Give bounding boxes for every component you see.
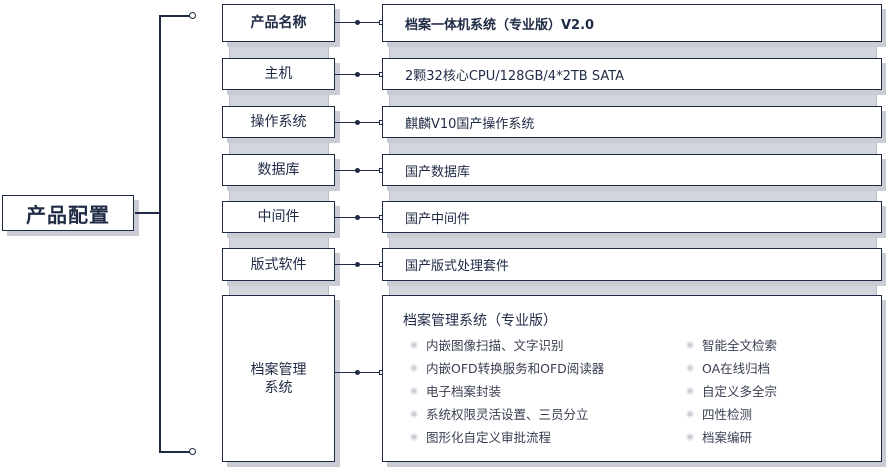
column-joint — [229, 186, 329, 201]
feature-item: 四性检测 — [686, 404, 752, 423]
bullet-icon — [410, 409, 418, 418]
root-connector — [135, 212, 159, 214]
bracket-bottom — [159, 451, 191, 453]
value-text: 国产版式处理套件 — [405, 259, 510, 274]
feature-item: 内嵌OFD转换服务和OFD阅读器 — [410, 358, 604, 377]
value-text: 国产中间件 — [405, 211, 471, 227]
value-text: 麒麟V10国产操作系统 — [405, 116, 535, 132]
category-label: 数据库 — [257, 162, 300, 178]
bullet-icon — [686, 432, 694, 441]
feature-item: 智能全文检索 — [686, 335, 777, 354]
bullet-icon — [410, 340, 418, 349]
category-label: 操作系统 — [250, 114, 307, 130]
column-joint — [389, 233, 877, 248]
column-joint — [229, 281, 329, 295]
connector-start-dot — [355, 120, 360, 125]
column-joint — [229, 90, 329, 106]
category-product-name: 产品名称 — [222, 4, 335, 42]
category-label: 主机 — [264, 66, 293, 82]
value-database: 国产数据库 — [382, 154, 882, 186]
value-middleware: 国产中间件 — [382, 201, 882, 233]
column-joint — [229, 42, 329, 58]
bullet-icon — [686, 409, 694, 418]
connector-start-dot — [355, 215, 360, 220]
root-label: 产品配置 — [26, 202, 110, 227]
archive-detail-panel — [382, 295, 882, 462]
value-text: 国产数据库 — [405, 164, 471, 180]
column-joint — [389, 42, 877, 58]
connector-start-dot — [355, 370, 360, 375]
category-label-line2: 系统 — [264, 379, 293, 396]
category-database: 数据库 — [222, 154, 335, 186]
value-host: 2颗32核心CPU/128GB/4*2TB SATA — [382, 58, 882, 90]
bullet-icon — [410, 363, 418, 372]
root-node: 产品配置 — [2, 195, 134, 231]
bullet-icon — [686, 340, 694, 349]
feature-item: OA在线归档 — [686, 358, 770, 377]
category-middleware: 中间件 — [222, 201, 335, 233]
column-joint — [389, 186, 877, 201]
feature-item: 图形化自定义审批流程 — [410, 427, 551, 446]
category-label: 中间件 — [257, 209, 300, 225]
value-text: 2颗32核心CPU/128GB/4*2TB SATA — [405, 68, 625, 84]
feature-item: 自定义多全宗 — [686, 381, 777, 400]
connector-start-dot — [355, 168, 360, 173]
category-label-line1: 档案管理 — [250, 361, 307, 378]
category-layout-software: 版式软件 — [222, 248, 335, 281]
bullet-icon — [410, 386, 418, 395]
value-product-name: 档案一体机系统（专业版）V2.0 — [382, 4, 882, 42]
bracket-bottom-node — [189, 448, 196, 455]
feature-item: 内嵌图像扫描、文字识别 — [410, 335, 564, 354]
connector-start-dot — [355, 72, 360, 77]
feature-item: 档案编研 — [686, 427, 752, 446]
value-os: 麒麟V10国产操作系统 — [382, 106, 882, 138]
bracket-top — [159, 15, 191, 17]
connector-start-dot — [355, 20, 360, 25]
feature-item: 系统权限灵活设置、三员分立 — [410, 404, 589, 423]
category-label: 版式软件 — [250, 256, 307, 273]
column-joint — [229, 233, 329, 248]
column-joint — [229, 138, 329, 154]
category-os: 操作系统 — [222, 106, 335, 138]
bullet-icon — [686, 363, 694, 372]
value-layout-software: 国产版式处理套件 — [382, 248, 882, 281]
column-joint — [389, 90, 877, 106]
feature-item: 电子档案封装 — [410, 381, 501, 400]
column-joint — [389, 138, 877, 154]
archive-detail-title: 档案管理系统（专业版） — [403, 313, 557, 329]
bullet-icon — [410, 432, 418, 441]
connector-start-dot — [355, 262, 360, 267]
column-joint — [389, 281, 877, 295]
bracket-top-node — [189, 12, 196, 19]
value-text: 档案一体机系统（专业版）V2.0 — [405, 17, 595, 33]
bullet-icon — [686, 386, 694, 395]
category-host: 主机 — [222, 58, 335, 90]
category-label: 产品名称 — [250, 15, 307, 31]
category-archive-system: 档案管理 系统 — [222, 295, 335, 462]
bracket-vertical — [159, 15, 161, 452]
